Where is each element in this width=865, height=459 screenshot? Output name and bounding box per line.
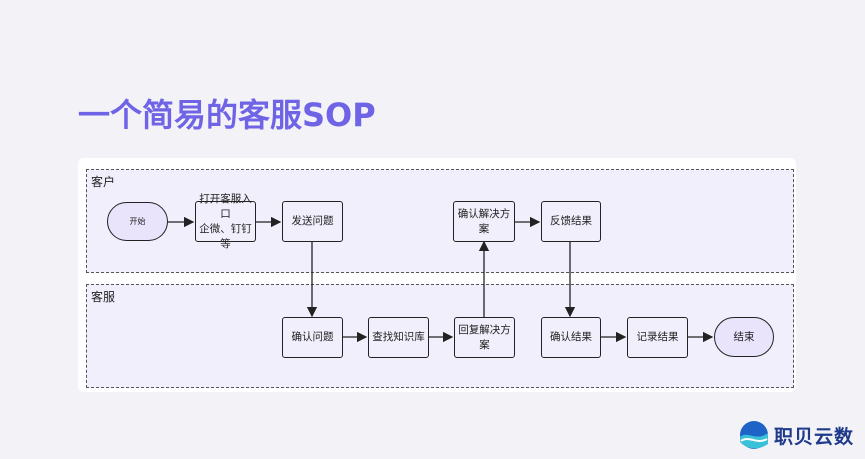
node-confirm-result: 确认结果 [541, 317, 601, 358]
node-open-entry-line1: 打开客服入口 [199, 192, 252, 220]
node-open-entry-line2: 企微、钉钉等 [199, 222, 252, 250]
node-open-entry: 打开客服入口 企微、钉钉等 [195, 193, 256, 250]
node-send-question: 发送问题 [282, 201, 343, 242]
page-title: 一个简易的客服SOP [78, 96, 376, 134]
node-feedback-result: 反馈结果 [541, 201, 601, 242]
wave-globe-icon [740, 421, 768, 449]
node-search-knowledge-base: 查找知识库 [368, 317, 429, 358]
lane-label-service: 客服 [91, 290, 116, 304]
node-confirm-question: 确认问题 [282, 317, 343, 358]
brand-logo-text: 职贝云数 [774, 425, 855, 448]
node-start: 开始 [107, 202, 168, 241]
brand-logo: 职贝云数 [738, 420, 854, 450]
lane-label-customer: 客户 [91, 175, 116, 189]
node-reply-solution: 回复解决方案 [454, 317, 515, 358]
node-confirm-solution: 确认解决方案 [453, 201, 515, 242]
node-end: 结束 [714, 317, 774, 357]
node-record-result: 记录结果 [627, 317, 688, 358]
